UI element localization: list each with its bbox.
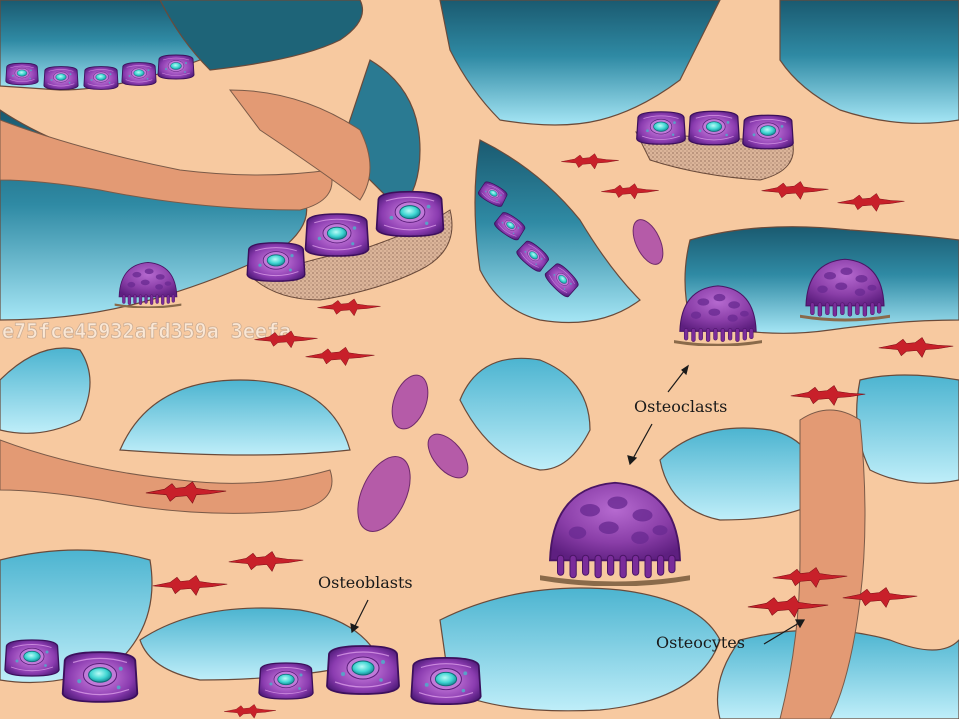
osteoblast-cell-icon bbox=[158, 55, 194, 79]
osteoblast-cell-icon bbox=[122, 63, 156, 86]
watermark-text: e75fce45932afd359a 3eefa bbox=[2, 319, 291, 343]
osteoblast-cell-icon bbox=[637, 112, 686, 144]
osteoblast-cell-icon bbox=[6, 63, 38, 85]
osteoblast-cell-icon bbox=[84, 67, 118, 90]
osteoblast-cell-icon bbox=[259, 663, 313, 699]
osteoblast-cell-icon bbox=[327, 646, 399, 694]
osteoblast-cell-icon bbox=[306, 214, 369, 256]
osteoblast-cell-icon bbox=[5, 640, 59, 676]
osteoblast-cell-icon bbox=[63, 652, 138, 702]
osteocytes-label: Osteocytes bbox=[656, 633, 745, 652]
osteoblast-cell-icon bbox=[689, 111, 739, 145]
osteoblast-cell-icon bbox=[247, 243, 305, 281]
osteoclasts-label: Osteoclasts bbox=[634, 397, 727, 416]
osteoblast-cell-icon bbox=[44, 67, 78, 90]
osteoblasts-label: Osteoblasts bbox=[318, 573, 413, 592]
osteoblast-cell-icon bbox=[377, 192, 444, 237]
osteoblast-cell-icon bbox=[411, 658, 480, 704]
osteoblast-cell-icon bbox=[743, 115, 793, 149]
